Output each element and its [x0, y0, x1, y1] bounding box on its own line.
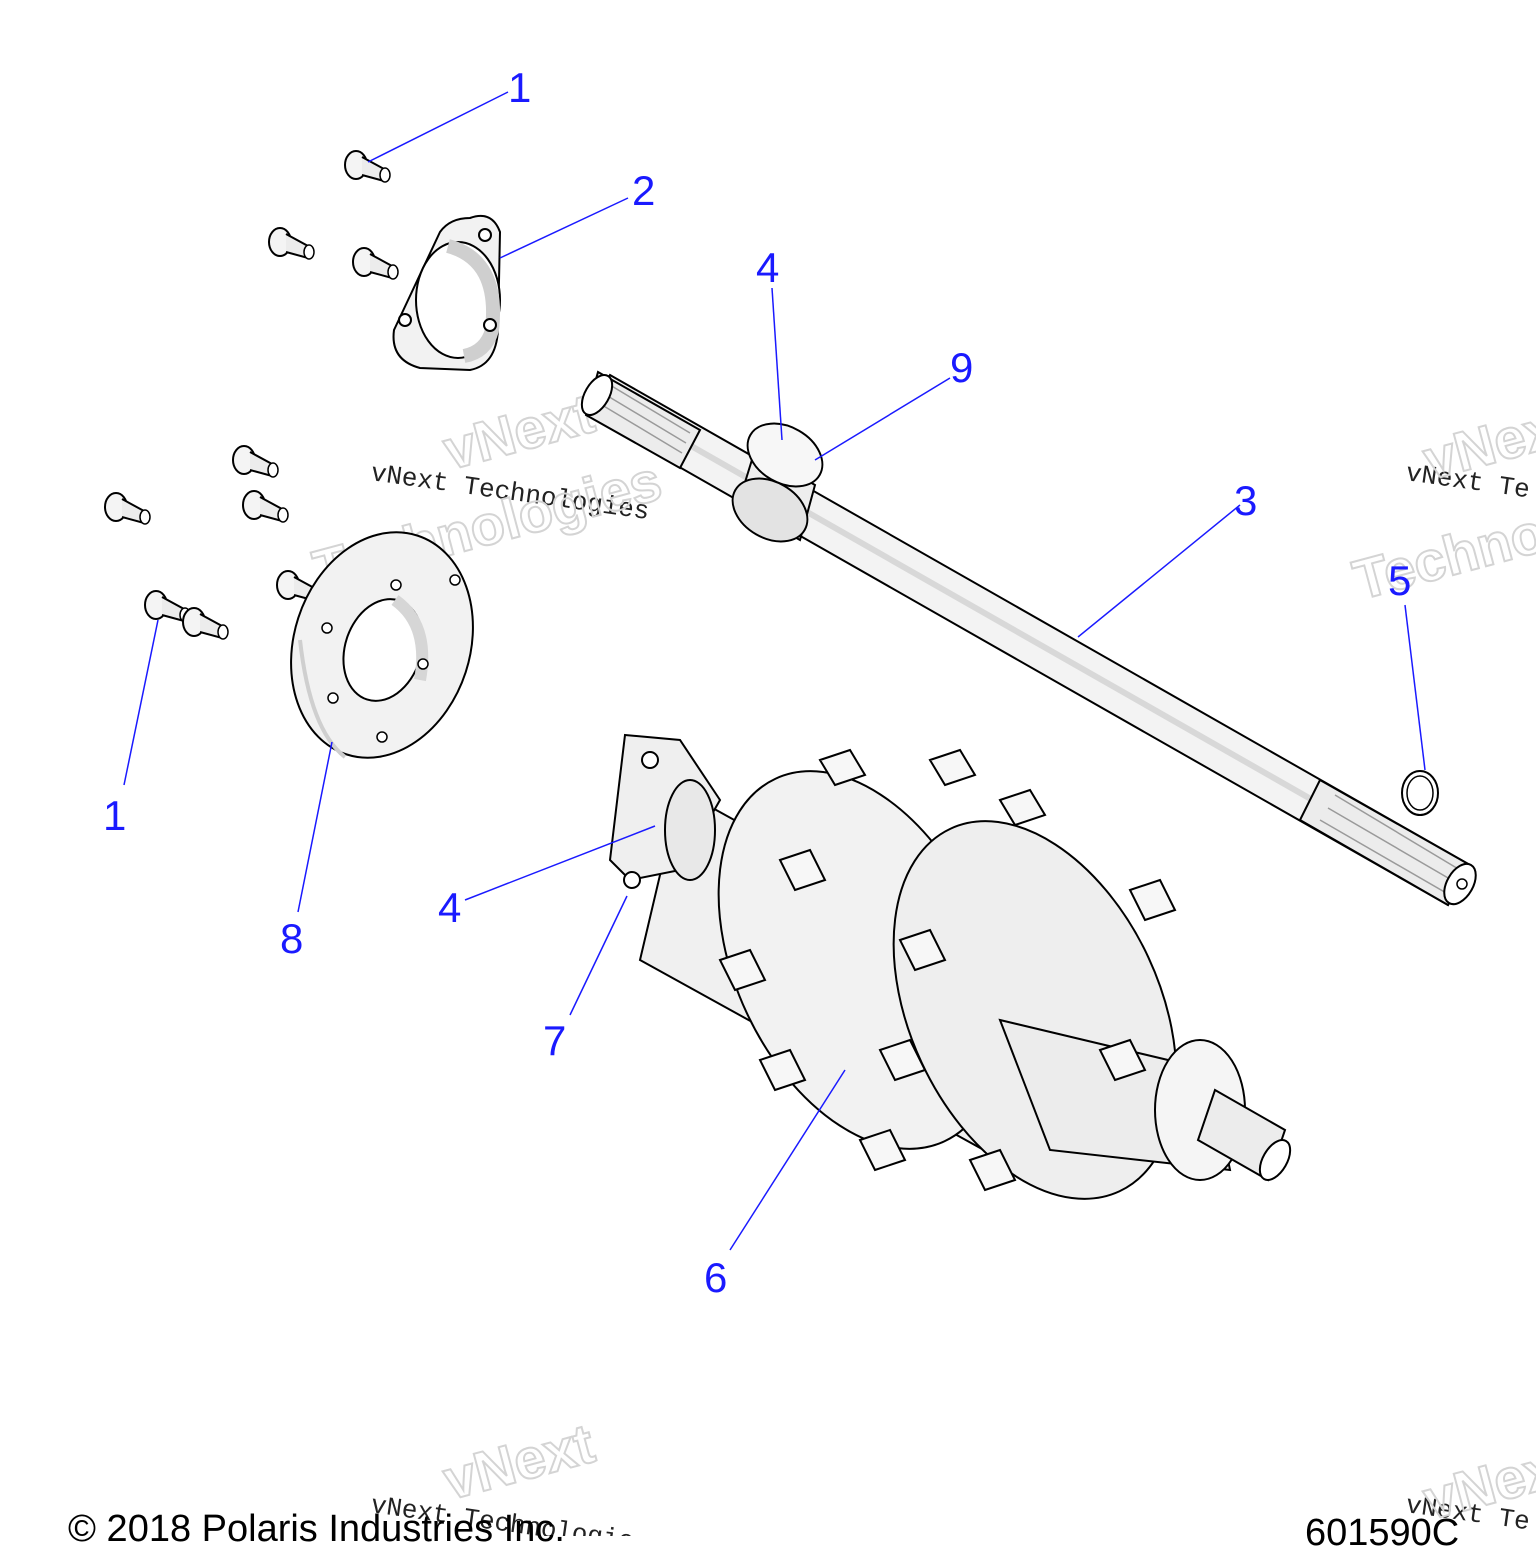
callout-label: 4: [438, 884, 461, 931]
watermark-text: vNext: [437, 1411, 601, 1511]
copyright-text: © 2018 Polaris Industries Inc.: [68, 1508, 565, 1550]
collar-part-9: [731, 422, 824, 543]
callout-label: 4: [756, 244, 779, 291]
callout-label: 5: [1388, 557, 1411, 604]
drive-sprocket-part-6: [608, 733, 1292, 1200]
watermark-text: Techno: [1347, 500, 1536, 611]
callout-label: 9: [950, 344, 973, 391]
callout-label: 8: [280, 915, 303, 962]
leader-lines: [123, 91, 1426, 1251]
callout-label: 7: [543, 1017, 566, 1064]
callout-label: 6: [704, 1254, 727, 1301]
callout-label: 1: [103, 792, 126, 839]
figure-id-text: 601590C: [1305, 1512, 1460, 1554]
callout-label: 3: [1234, 477, 1257, 524]
callout-label: 1: [508, 64, 531, 111]
watermark-text: vNext: [437, 381, 601, 481]
o-ring-part-5: [1401, 770, 1439, 816]
callout-labels: 1 2 4 9 3 5 1 8 4 7 6: [103, 64, 1411, 1301]
bearing-flange-part-2: [392, 214, 502, 372]
callout-label: 2: [632, 167, 655, 214]
round-plate-part-8: [290, 531, 474, 759]
